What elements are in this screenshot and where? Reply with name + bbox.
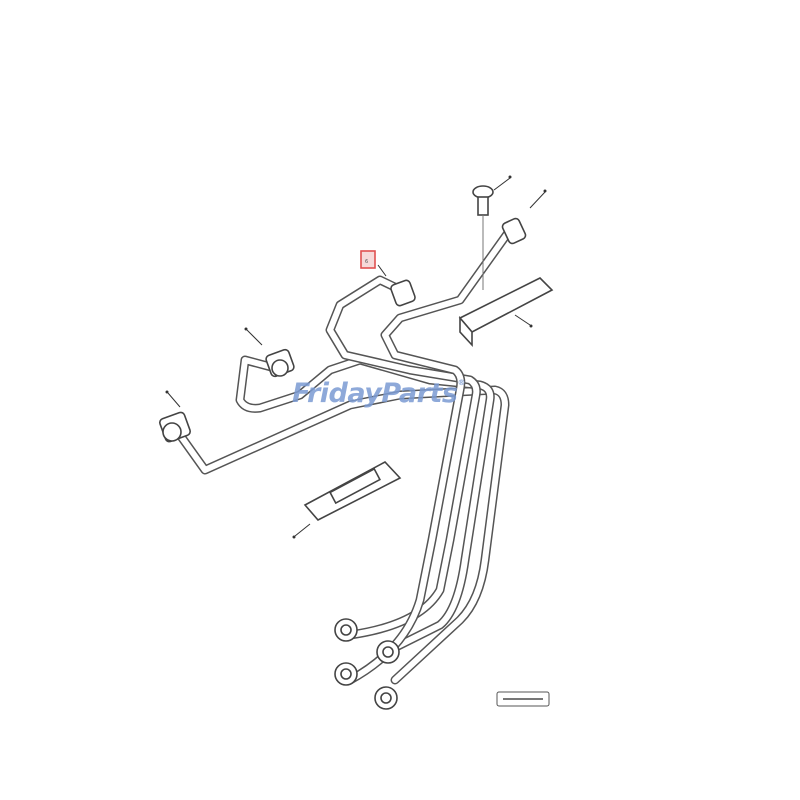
fridayparts-watermark: FridayParts® [292, 378, 465, 409]
pipe-nuts [334, 618, 400, 710]
pipe-4 [345, 225, 515, 685]
watermark-text-parts: Parts [381, 378, 458, 409]
clamp-bracket-lower [303, 461, 402, 521]
injector-connectors [159, 217, 527, 443]
pipe-3 [325, 275, 481, 640]
callouts [165, 175, 547, 539]
svg-text:6: 6 [365, 259, 368, 265]
highlighted-callout-6[interactable]: 6 [360, 250, 376, 269]
watermark-registered: ® [457, 378, 465, 387]
clamp-bracket-upper [458, 277, 554, 348]
injection-pipes [175, 225, 515, 685]
bolt [472, 185, 494, 290]
watermark-text-friday: Friday [292, 378, 382, 409]
figure-tag [496, 691, 550, 707]
